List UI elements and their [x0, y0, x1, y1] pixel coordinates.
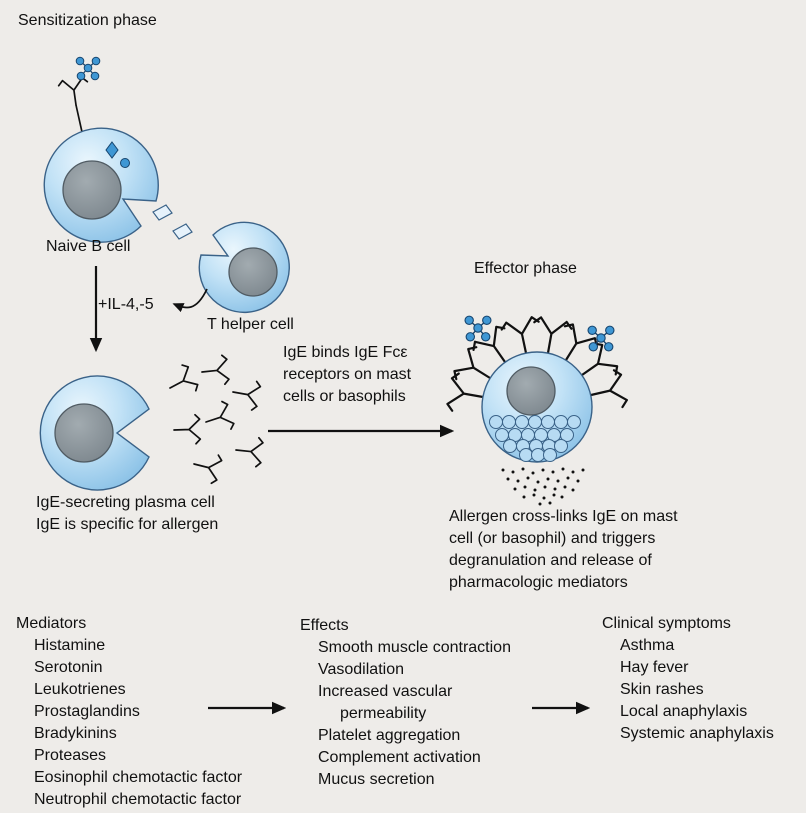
caption-line: Allergen cross-links IgE on mast [449, 508, 678, 525]
degranulation-dots [501, 467, 585, 506]
ige-binds-caption: IgE binds IgE Fcε receptors on mast cell… [283, 342, 411, 408]
caption-line: IgE-secreting plasma cell [36, 494, 215, 511]
clinical-symptoms-title: Clinical symptoms [602, 615, 731, 632]
il-signal-arrow [172, 288, 208, 313]
list-item: Smooth muscle contraction [318, 639, 511, 656]
list-item: Platelet aggregation [318, 727, 461, 744]
secreted-ige-antibodies [162, 354, 265, 486]
t-helper-cell [198, 221, 290, 314]
mediators-column: Mediators Histamine Serotonin Leukotrien… [16, 613, 286, 811]
allergen-icon [464, 315, 492, 342]
b-cell-nucleus [62, 160, 122, 220]
list-item: Local anaphylaxis [620, 703, 748, 720]
plasma-cell [39, 354, 265, 491]
list-item: Histamine [34, 637, 106, 654]
caption-line: degranulation and release of [449, 552, 652, 569]
naive-b-cell-label: Naive B cell [46, 238, 131, 255]
t-cell-nucleus [228, 247, 278, 297]
mast-cell [445, 314, 630, 506]
caption-line: pharmacologic mediators [449, 574, 628, 591]
crosslink-caption: Allergen cross-links IgE on mast cell (o… [449, 506, 678, 594]
t-helper-cell-label: T helper cell [207, 316, 294, 333]
list-item: Skin rashes [620, 681, 704, 698]
antigen-fragment-icon [105, 141, 119, 159]
granules [489, 415, 581, 462]
effects-title: Effects [300, 617, 349, 634]
plasma-cell-caption: IgE-secreting plasma cell IgE is specifi… [36, 492, 218, 536]
list-item: Increased vascular permeability [318, 683, 453, 722]
sensitization-phase-title: Sensitization phase [18, 12, 157, 29]
effects-list: Smooth muscle contraction Vasodilation I… [300, 637, 530, 791]
effects-column: Effects Smooth muscle contraction Vasodi… [300, 615, 530, 791]
caption-line: IgE is specific for allergen [36, 516, 219, 533]
caption-line: cell (or basophil) and triggers [449, 530, 656, 547]
list-item: Complement activation [318, 749, 481, 766]
caption-line: IgE binds IgE Fcε [283, 344, 408, 361]
mast-cell-nucleus [506, 366, 556, 416]
clinical-symptoms-list: Asthma Hay fever Skin rashes Local anaph… [602, 635, 806, 745]
list-item: Neutrophil chemotactic factor [34, 791, 242, 808]
list-item: Eosinophil chemotactic factor [34, 769, 243, 786]
list-item: Systemic anaphylaxis [620, 725, 774, 742]
list-item: Leukotrienes [34, 681, 126, 698]
mhc-fragment [152, 204, 173, 221]
list-item: Bradykinins [34, 725, 117, 742]
plasma-cell-nucleus [54, 403, 114, 463]
mediators-list: Histamine Serotonin Leukotrienes Prostag… [16, 635, 286, 811]
caption-line: receptors on mast [283, 366, 412, 383]
list-item: Prostaglandins [34, 703, 140, 720]
b-cell-receptor-icon [57, 76, 92, 108]
antigen-fragment-icon [120, 158, 130, 168]
list-item: Asthma [620, 637, 675, 654]
arrows [89, 266, 591, 715]
list-item: Mucus secretion [318, 771, 435, 788]
caption-line: cells or basophils [283, 388, 406, 405]
list-item: Vasodilation [318, 661, 404, 678]
naive-b-cell [43, 56, 193, 243]
list-item: Proteases [34, 747, 107, 764]
tcr-fragment [172, 223, 193, 240]
clinical-symptoms-column: Clinical symptoms Asthma Hay fever Skin … [602, 613, 806, 745]
mediators-title: Mediators [16, 615, 87, 632]
b-cell-receptor-stem [75, 104, 83, 133]
effector-phase-title: Effector phase [474, 260, 577, 277]
list-item: Hay fever [620, 659, 689, 676]
il-signal-label: +IL-4,-5 [98, 296, 154, 313]
allergen-icon [75, 56, 101, 81]
list-item: Serotonin [34, 659, 103, 676]
